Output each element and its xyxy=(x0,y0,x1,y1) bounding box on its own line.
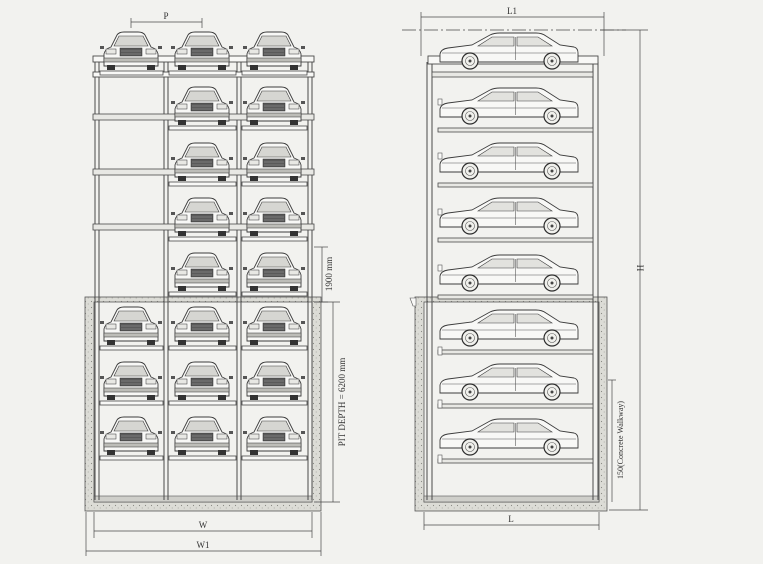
side-view: L1 H 150(Concrete Walkway) L xyxy=(402,6,648,530)
dimension-h xyxy=(600,29,648,511)
label-pit-depth: PIT DEPTH = 6200 mm xyxy=(337,358,347,446)
side-frame xyxy=(426,62,599,500)
dimension-w xyxy=(93,512,313,538)
label-walkway: 150(Concrete Walkway) xyxy=(616,401,625,479)
label-w1: W1 xyxy=(197,540,210,550)
dimension-walkway xyxy=(608,379,616,502)
front-pallets xyxy=(99,70,308,461)
label-l1: L1 xyxy=(507,6,517,16)
side-platforms xyxy=(431,71,594,464)
label-1900mm: 1900 mm xyxy=(324,257,334,291)
label-w: W xyxy=(199,520,208,530)
front-cars xyxy=(99,31,306,456)
label-l: L xyxy=(508,514,514,524)
dimension-p xyxy=(130,18,203,28)
front-view: P 1900 mm PIT DEPTH = 6200 mm W W1 xyxy=(84,11,347,556)
front-frame-columns xyxy=(94,58,313,500)
dimension-l xyxy=(423,512,600,530)
dimension-w1 xyxy=(85,512,322,556)
label-p: P xyxy=(163,11,168,21)
dimension-pit-depth xyxy=(314,301,340,503)
side-cars xyxy=(439,32,579,456)
dimension-l1 xyxy=(420,12,605,56)
label-h: H xyxy=(635,265,645,272)
